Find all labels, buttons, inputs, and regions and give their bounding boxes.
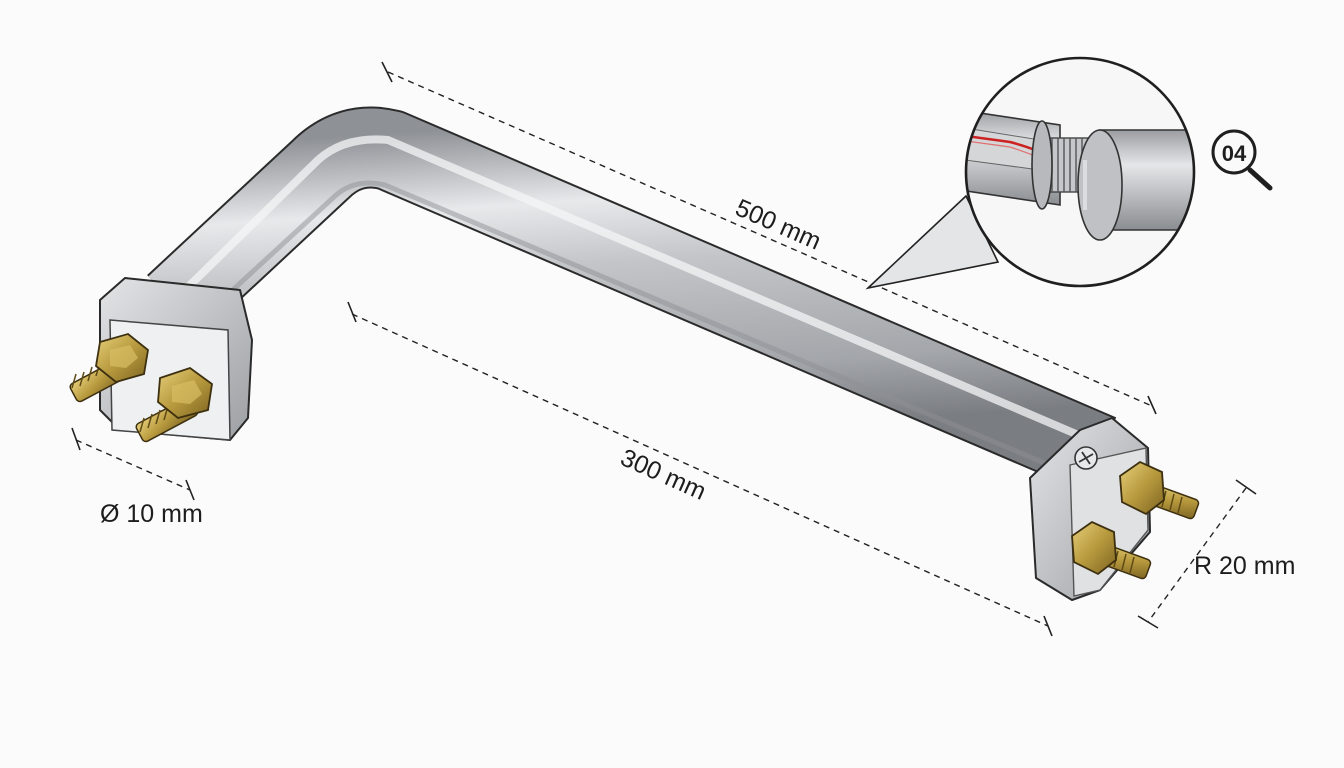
dimension-diameter-label: Ø 10 mm bbox=[100, 500, 203, 528]
dimension-diameter: Ø 10 mm bbox=[71, 427, 203, 528]
detail-badge: 04 bbox=[1211, 129, 1273, 191]
detail-badge-label: 04 bbox=[1222, 141, 1247, 166]
magnifier-icon bbox=[1247, 167, 1273, 191]
dimension-500-label: 500 mm bbox=[731, 194, 825, 256]
dimension-radius-label: R 20 mm bbox=[1194, 552, 1295, 580]
left-terminal-bolt-2 bbox=[135, 366, 213, 443]
dimension-radius: R 20 mm bbox=[1137, 479, 1295, 629]
right-terminal-bolt-1 bbox=[1119, 460, 1200, 520]
left-terminal-bolt-1 bbox=[69, 333, 149, 403]
heater-tube bbox=[147, 106, 1117, 493]
right-terminal-bolt-2 bbox=[1071, 520, 1152, 580]
detail-callout bbox=[865, 56, 1196, 290]
dimension-300-label: 300 mm bbox=[616, 444, 710, 506]
